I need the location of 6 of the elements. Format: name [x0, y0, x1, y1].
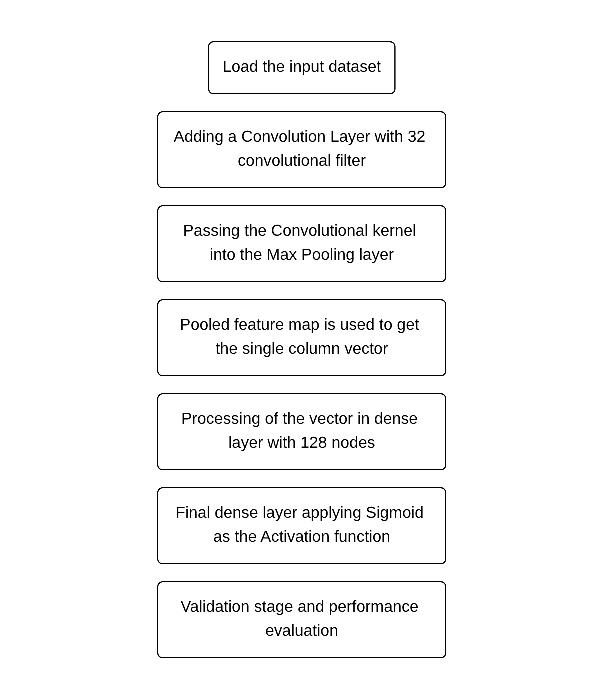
node-text: Validation stage and performance evaluation [180, 599, 419, 640]
node-text: Final dense layer applying Sigmoid as the Activation function [176, 505, 424, 546]
node-text: Pooled feature map is used to get the single column vector [180, 317, 420, 358]
node-text: Adding a Convolution Layer with 32 convolutional filter [174, 129, 426, 170]
node-text: Passing the Convolutional kernel into the Max Pooling layer [183, 223, 416, 264]
node-text: Processing of the vector in dense layer with 128 nodes [181, 411, 418, 452]
